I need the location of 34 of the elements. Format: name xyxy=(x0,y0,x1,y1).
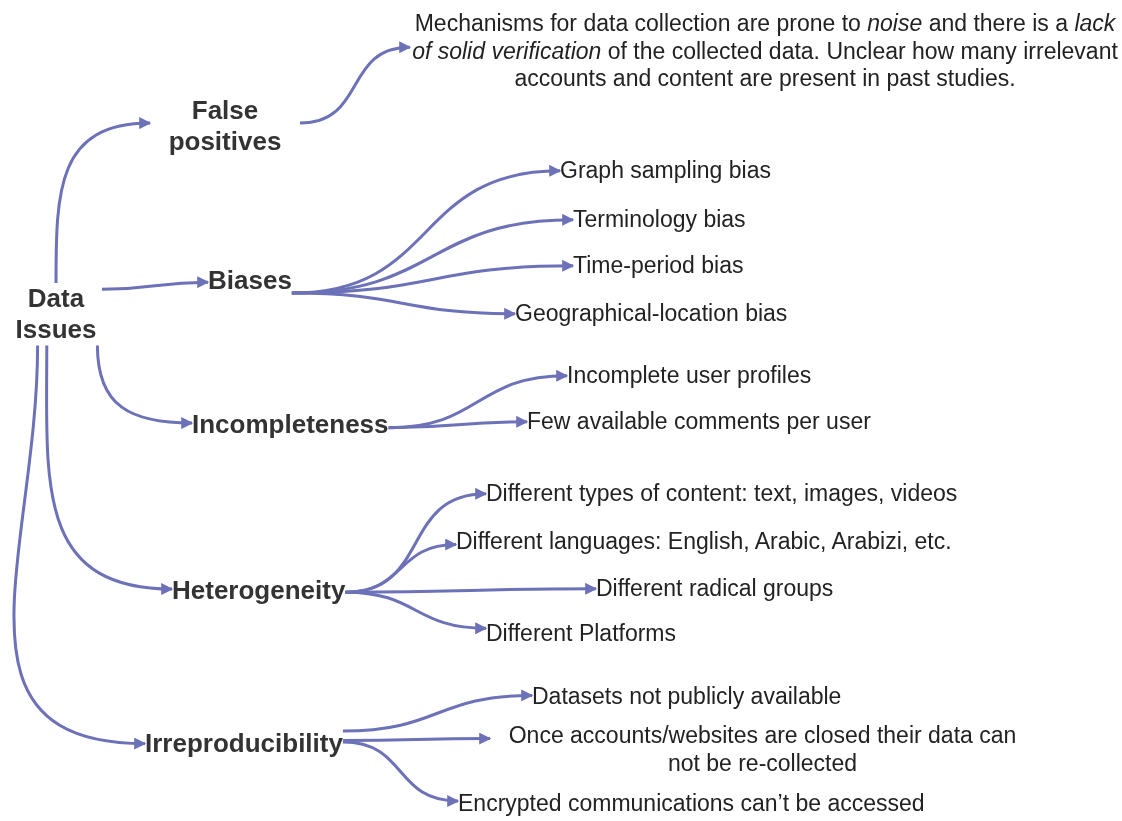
arrow xyxy=(291,291,517,320)
issue-label: Encrypted communications can’t be accessed xyxy=(458,790,925,818)
issue-label: Geographical-location bias xyxy=(515,300,788,328)
category-label: Irreproducibility xyxy=(145,728,343,760)
issue-label: Incomplete user profiles xyxy=(567,362,812,390)
issue-label: Graph sampling bias xyxy=(560,157,771,185)
arrow xyxy=(12,345,147,749)
arrow xyxy=(54,117,152,283)
arrow xyxy=(299,42,412,125)
arrow xyxy=(342,689,534,733)
arrow xyxy=(95,345,194,429)
issue-label: Different radical groups xyxy=(596,575,834,603)
issue-label: Time-period bias xyxy=(573,252,744,280)
arrow xyxy=(45,345,174,595)
category-label: Data Issues xyxy=(10,283,102,346)
issue-label: Different Platforms xyxy=(486,620,677,648)
description-text: Once accounts/websites are closed their data can not be re-collected xyxy=(490,722,1035,778)
arrow xyxy=(345,590,488,634)
arrow xyxy=(342,740,460,807)
issue-label: Datasets not publicly available xyxy=(532,683,842,711)
category-label: Biases xyxy=(208,265,292,297)
category-label: Incompleteness xyxy=(192,409,389,441)
category-label: Heterogeneity xyxy=(172,575,346,607)
arrow xyxy=(101,276,210,291)
description-text: Mechanisms for data collection are prone to noise and there is a lack of solid verification of the collected data. Unclear how many irrelevant accounts and content are present in past studies. xyxy=(410,10,1120,93)
arrow xyxy=(388,415,529,430)
issue-label: Few available comments per user xyxy=(527,408,871,436)
issue-label: Different types of content: text, images, videos xyxy=(486,480,958,508)
arrow xyxy=(345,539,458,594)
arrow xyxy=(342,732,492,745)
issue-label: Terminology bias xyxy=(573,206,746,234)
category-label: False positives xyxy=(150,95,300,158)
issue-label: Different languages: English, Arabic, Arabizi, etc. xyxy=(456,528,952,556)
arrow xyxy=(291,165,562,295)
